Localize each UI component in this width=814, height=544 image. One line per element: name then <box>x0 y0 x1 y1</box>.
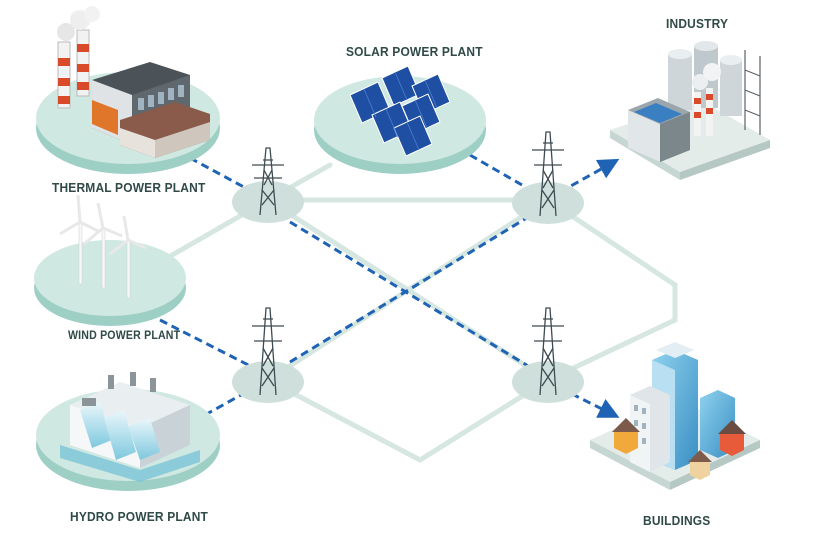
factory-icon <box>628 41 761 162</box>
tower-node-bottom-left <box>232 307 304 403</box>
buildings <box>590 342 760 490</box>
industry-label: INDUSTRY <box>666 16 729 31</box>
transmission-tower-icon <box>252 147 284 216</box>
transmission-tower-icon <box>252 307 284 396</box>
tower-node-top-left <box>232 147 304 223</box>
wind-turbines-icon <box>59 194 147 299</box>
solar-plant-label: SOLAR POWER PLANT <box>346 44 483 59</box>
industry <box>610 41 770 180</box>
flow-lines <box>159 153 620 418</box>
hydro-dam-icon <box>60 372 200 482</box>
buildings-label: BUILDINGS <box>643 513 711 528</box>
wind-plant <box>34 194 186 326</box>
transmission-tower-icon <box>532 131 564 217</box>
solar-plant <box>314 65 486 174</box>
thermal-plant-icon <box>57 6 210 158</box>
hydro-plant <box>36 372 220 491</box>
thermal-plant <box>36 6 220 174</box>
thermal-plant-label: THERMAL POWER PLANT <box>52 180 206 195</box>
tower-node-top-right <box>512 131 584 224</box>
city-buildings-icon <box>612 342 746 480</box>
tower-node-bottom-right <box>512 307 584 403</box>
wind-plant-label: WIND POWER PLANT <box>68 330 181 342</box>
transmission-tower-icon <box>532 307 564 396</box>
solar-panels-icon <box>349 65 451 157</box>
hydro-plant-label: HYDRO POWER PLANT <box>70 509 209 524</box>
